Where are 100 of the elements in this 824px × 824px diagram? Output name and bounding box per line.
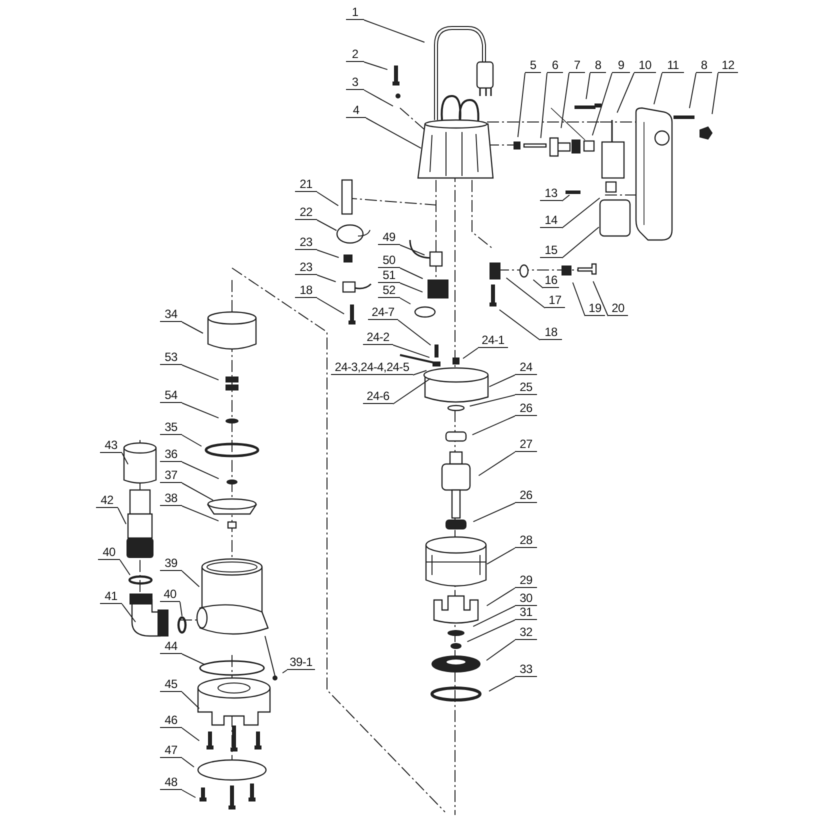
leader-line — [392, 378, 431, 404]
callout-number: 11 — [662, 59, 684, 73]
leader-line — [364, 90, 394, 107]
leader-line — [182, 728, 200, 742]
leader-line — [688, 72, 696, 109]
callout-number: 8 — [696, 59, 712, 73]
leader-line — [486, 588, 516, 606]
leader-line — [182, 692, 200, 709]
leader-line — [392, 344, 430, 358]
leader-line — [182, 364, 220, 380]
callout-number: 29 — [515, 574, 537, 588]
callout-number: 21 — [295, 178, 317, 192]
leader-line — [572, 282, 586, 316]
callout-number: 28 — [515, 534, 537, 548]
callout-number: 9 — [612, 59, 630, 73]
callout-number: 24-6 — [363, 390, 393, 404]
callout-number: 53 — [160, 351, 182, 365]
leader-line — [466, 620, 516, 642]
leader-line — [364, 62, 388, 70]
callout-number: 34 — [160, 308, 182, 322]
leader-line — [316, 192, 339, 206]
leader-line — [562, 197, 600, 228]
washer-ring — [128, 575, 153, 585]
callout-number: 17 — [545, 294, 565, 308]
callout-number: 26 — [515, 489, 537, 503]
callout-number: 14 — [540, 214, 562, 228]
leader-line — [472, 606, 516, 627]
callout-number: 23 — [295, 261, 317, 275]
leader-line — [616, 72, 634, 114]
leader-line — [182, 790, 196, 798]
pipe-fitting-drawing — [126, 489, 154, 559]
leader-line — [469, 394, 516, 407]
callout-number: 24 — [515, 361, 537, 375]
callout-number: 20 — [608, 302, 628, 316]
callout-number: 19 — [585, 302, 605, 316]
leader-line — [592, 280, 608, 316]
leader-line — [182, 758, 194, 768]
leader-line — [120, 560, 130, 576]
leader-line — [180, 602, 182, 616]
callout-number: 38 — [160, 492, 182, 506]
callout-number: 31 — [515, 606, 537, 620]
callout-number: 13 — [540, 187, 562, 201]
callout-number: 18 — [295, 284, 317, 298]
callout-number: 33 — [515, 663, 537, 677]
leader-line — [488, 374, 516, 388]
leader-line — [486, 548, 516, 565]
leader-line — [182, 482, 214, 501]
callout-number: 52 — [378, 284, 400, 298]
leader-line — [506, 277, 546, 308]
callout-number: 50 — [378, 254, 400, 268]
callout-number: 8 — [590, 59, 606, 73]
callout-number: 24-2 — [363, 331, 393, 345]
callout-number: 51 — [378, 269, 400, 283]
leader-line — [400, 268, 424, 280]
callout-number: 41 — [100, 590, 122, 604]
leader-line — [472, 502, 516, 522]
callout-number: 5 — [525, 59, 541, 73]
leader-line — [398, 320, 432, 346]
callout-number: 35 — [160, 421, 182, 435]
callout-number: 24-3,24-4,24-5 — [331, 361, 413, 375]
leader-line — [498, 309, 540, 340]
callout-number: 39-1 — [287, 656, 315, 670]
callout-number: 2 — [346, 48, 364, 62]
callout-number: 7 — [569, 59, 585, 73]
callout-number: 22 — [295, 206, 317, 220]
callout-number: 24-7 — [368, 306, 398, 320]
callout-number: 30 — [515, 592, 537, 606]
leader-line — [282, 670, 288, 674]
leader-line — [118, 508, 126, 524]
leader-line — [182, 462, 220, 480]
callout-number: 1 — [346, 6, 364, 20]
leader-line — [364, 20, 425, 43]
callout-number: 46 — [160, 714, 182, 728]
leader-line — [122, 604, 136, 622]
leader-line — [560, 72, 570, 129]
callout-number: 32 — [515, 626, 537, 640]
callout-number: 43 — [100, 439, 122, 453]
leader-line — [462, 348, 478, 359]
callout-number: 36 — [160, 448, 182, 462]
callout-number: 4 — [346, 104, 366, 118]
leader-line — [316, 250, 340, 258]
callout-number: 16 — [543, 274, 559, 288]
callout-number: 42 — [96, 494, 118, 508]
leader-line — [653, 72, 662, 105]
leader-line — [182, 322, 204, 334]
leader-line — [366, 118, 422, 149]
leader-line — [400, 244, 426, 256]
leader-line — [122, 452, 128, 465]
leader-line — [412, 370, 427, 376]
callout-number: 12 — [718, 59, 738, 73]
o-ring — [177, 616, 187, 634]
callout-number: 49 — [378, 231, 400, 245]
leader-line — [182, 654, 206, 666]
leader-line — [478, 452, 516, 476]
leader-line — [486, 640, 516, 661]
leader-line — [562, 226, 600, 258]
leader-line — [400, 282, 424, 293]
leader-line — [712, 72, 718, 115]
leader-line — [592, 72, 612, 136]
callout-number: 23 — [295, 236, 317, 250]
